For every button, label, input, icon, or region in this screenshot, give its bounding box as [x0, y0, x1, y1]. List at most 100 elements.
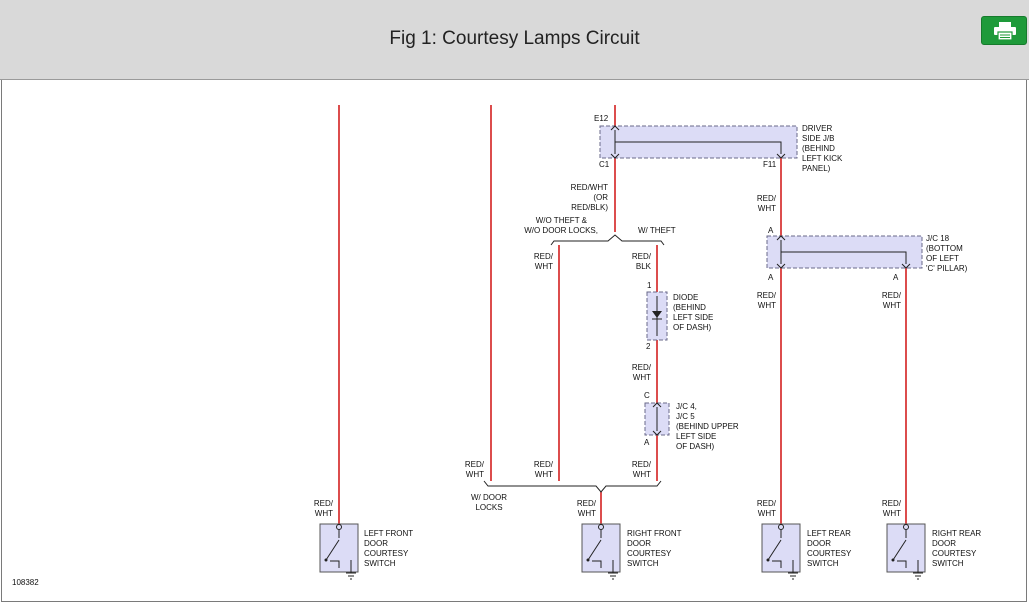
jc4-label-5: OF DASH)	[676, 442, 715, 451]
printer-icon	[994, 22, 1016, 40]
left-front-door-courtesy-switch: LEFT FRONT DOOR COURTESY SWITCH	[319, 523, 413, 580]
diode-label-3: LEFT SIDE	[673, 313, 713, 322]
ground-icon	[788, 560, 798, 580]
wire-label-diode-out-2: WHT	[633, 373, 651, 382]
wire-label-rf-switch-1: RED/	[577, 499, 597, 508]
wire-label-jc4-out-1: RED/	[632, 460, 652, 469]
wire-label-lr-switch-2: WHT	[758, 509, 776, 518]
driver-jb-label-4: LEFT KICK	[802, 154, 843, 163]
wire-label-rf-switch-2: WHT	[578, 509, 596, 518]
option-wo-theft-line-2: W/O DOOR LOCKS,	[524, 226, 598, 235]
switch-contact-icon	[587, 530, 602, 568]
option-w-door-locks-line-2: LOCKS	[475, 503, 502, 512]
junction-connector-18: A A A J/C 18 (BOTTOM OF LEFT 'C' PILLAR)	[766, 226, 968, 282]
option-bracket-theft	[550, 234, 665, 246]
header-bar: Fig 1: Courtesy Lamps Circuit	[0, 0, 1029, 80]
wire-label-wo-theft-1: RED/	[534, 252, 554, 261]
wire-label-jc18-right-2: WHT	[883, 301, 901, 310]
rr-switch-label-4: SWITCH	[932, 559, 964, 568]
lf-switch-label-1: LEFT FRONT	[364, 529, 413, 538]
wire-label-c1-1: RED/WHT	[571, 183, 608, 192]
jc18-pin-left: A	[768, 273, 774, 282]
driver-jb-label-1: DRIVER	[802, 124, 832, 133]
diode-label-4: OF DASH)	[673, 323, 712, 332]
rr-switch-label-3: COURTESY	[932, 549, 977, 558]
switch-contact-icon	[325, 530, 340, 568]
option-bracket-door-locks	[483, 480, 662, 493]
rf-switch-label-3: COURTESY	[627, 549, 672, 558]
rf-switch-label-2: DOOR	[627, 539, 651, 548]
option-wo-theft-line-1: W/O THEFT &	[536, 216, 588, 225]
rr-switch-label-2: DOOR	[932, 539, 956, 548]
lr-switch-label-2: DOOR	[807, 539, 831, 548]
left-rear-door-courtesy-switch: LEFT REAR DOOR COURTESY SWITCH	[761, 523, 852, 580]
driver-jb-pin-f11: F11	[763, 160, 777, 169]
lf-switch-label-2: DOOR	[364, 539, 388, 548]
wire-label-w-theft-1: RED/	[632, 252, 652, 261]
figure-number: 108382	[12, 578, 39, 587]
switch-contact-icon	[767, 530, 782, 568]
jc4-label-1: J/C 4,	[676, 402, 697, 411]
jc4-label-2: J/C 5	[676, 412, 695, 421]
wiring-diagram: E12 C1 F11 DRIVER SIDE J/B (BEHIND LEFT …	[12, 105, 981, 587]
lr-switch-label-4: SWITCH	[807, 559, 839, 568]
wire-label-lf-switch-1: RED/	[314, 499, 334, 508]
jc4-label-4: LEFT SIDE	[676, 432, 716, 441]
driver-jb-pin-e12: E12	[594, 114, 609, 123]
jc18-label-1: J/C 18	[926, 234, 950, 243]
wire-label-wo-theft-2: WHT	[535, 262, 553, 271]
diode-pin-2: 2	[646, 342, 651, 351]
jc18-label-2: (BOTTOM	[926, 244, 963, 253]
wire-label-f11-1: RED/	[757, 194, 777, 203]
page-title: Fig 1: Courtesy Lamps Circuit	[389, 28, 640, 49]
diagram-frame	[1, 80, 1027, 602]
junction-connector-4-5: C A J/C 4, J/C 5 (BEHIND UPPER LEFT SIDE…	[644, 391, 739, 451]
option-w-theft: W/ THEFT	[638, 226, 676, 235]
print-button[interactable]	[981, 16, 1027, 45]
right-front-door-courtesy-switch: RIGHT FRONT DOOR COURTESY SWITCH	[581, 523, 682, 580]
right-rear-door-courtesy-switch: RIGHT REAR DOOR COURTESY SWITCH	[886, 523, 981, 580]
jc4-pin-a: A	[644, 438, 650, 447]
diode-label-1: DIODE	[673, 293, 698, 302]
diode: 1 2 DIODE (BEHIND LEFT SIDE OF DASH)	[646, 281, 713, 351]
ground-icon	[346, 560, 356, 580]
switch-contact-icon	[892, 530, 907, 568]
jc18-pin-top: A	[768, 226, 774, 235]
driver-jb-label-3: (BEHIND	[802, 144, 835, 153]
wire-label-lf-switch-2: WHT	[315, 509, 333, 518]
wire-label-door-lock-left-1: RED/	[465, 460, 485, 469]
wire-label-rr-switch-1: RED/	[882, 499, 902, 508]
ground-icon	[608, 560, 618, 580]
wire-label-door-lock-mid-2: WHT	[535, 470, 553, 479]
wire-label-jc18-left-2: WHT	[758, 301, 776, 310]
option-w-door-locks-line-1: W/ DOOR	[471, 493, 507, 502]
rr-switch-label-1: RIGHT REAR	[932, 529, 981, 538]
wire-label-rr-switch-2: WHT	[883, 509, 901, 518]
wire-label-c1-2: (OR	[593, 193, 608, 202]
driver-side-junction-block: E12 C1 F11 DRIVER SIDE J/B (BEHIND LEFT …	[594, 114, 843, 173]
wire-label-jc18-left-1: RED/	[757, 291, 777, 300]
driver-jb-label-5: PANEL)	[802, 164, 831, 173]
jc4-label-3: (BEHIND UPPER	[676, 422, 739, 431]
wire-label-lr-switch-1: RED/	[757, 499, 777, 508]
wire-label-diode-out-1: RED/	[632, 363, 652, 372]
wire-label-f11-2: WHT	[758, 204, 776, 213]
ground-icon	[913, 560, 923, 580]
diode-symbol-icon	[652, 311, 662, 318]
lf-switch-label-4: SWITCH	[364, 559, 396, 568]
driver-jb-pin-c1: C1	[599, 160, 610, 169]
jc18-label-3: OF LEFT	[926, 254, 959, 263]
wire-label-jc4-out-2: WHT	[633, 470, 651, 479]
wire-label-w-theft-2: BLK	[636, 262, 652, 271]
lr-switch-label-1: LEFT REAR	[807, 529, 851, 538]
wire-label-door-lock-mid-1: RED/	[534, 460, 554, 469]
wire-label-door-lock-left-2: WHT	[466, 470, 484, 479]
lr-switch-label-3: COURTESY	[807, 549, 852, 558]
driver-jb-label-2: SIDE J/B	[802, 134, 834, 143]
jc18-label-4: 'C' PILLAR)	[926, 264, 968, 273]
diode-pin-1: 1	[647, 281, 652, 290]
jc4-pin-c: C	[644, 391, 650, 400]
jc18-pin-right: A	[893, 273, 899, 282]
wires	[338, 105, 907, 524]
wire-label-c1-3: RED/BLK)	[571, 203, 608, 212]
